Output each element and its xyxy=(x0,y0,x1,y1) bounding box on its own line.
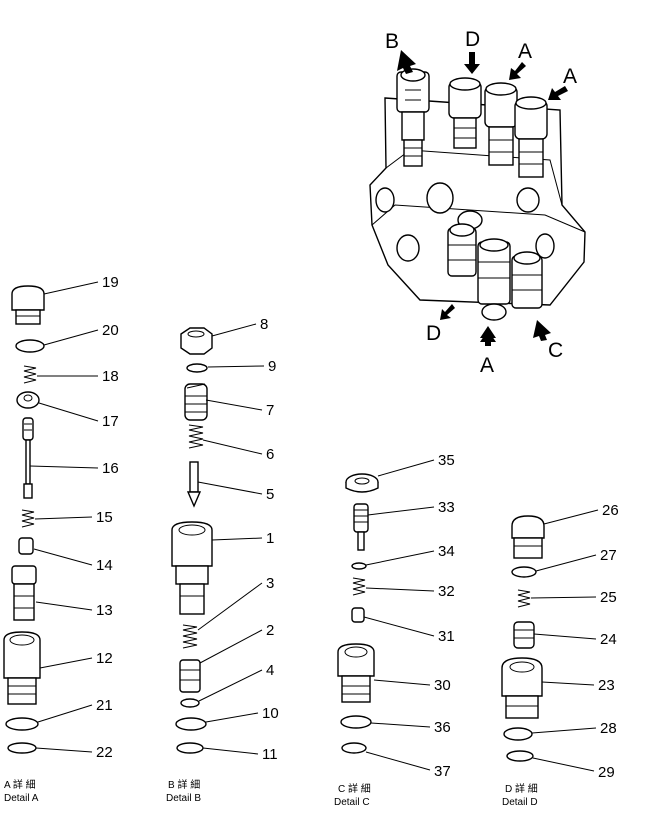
part-number-3: 3 xyxy=(266,575,274,592)
detail-b-leaders xyxy=(197,323,265,755)
detail-a-caption: A 詳 細 Detail A xyxy=(4,778,39,804)
part-number-4: 4 xyxy=(266,662,274,679)
label-d-top: D xyxy=(465,28,480,51)
part-number-17: 17 xyxy=(102,413,119,430)
part-number-36: 36 xyxy=(434,719,451,736)
part-number-29: 29 xyxy=(598,764,615,781)
part-number-35: 35 xyxy=(438,452,455,469)
label-a-top-2: A xyxy=(563,65,577,88)
part-number-7: 7 xyxy=(266,402,274,419)
detail-b-caption: B 詳 細 Detail B xyxy=(166,778,201,804)
detail-b-numbers: 8 9 7 6 5 1 3 2 4 10 11 xyxy=(260,316,279,763)
detail-c-leaders xyxy=(363,459,435,771)
label-b-top: B xyxy=(385,30,399,53)
caption-en-a: Detail A xyxy=(4,793,39,804)
detail-b-parts xyxy=(171,327,213,754)
part-number-34: 34 xyxy=(438,543,455,560)
caption-jp-d: D 詳 細 xyxy=(505,782,538,795)
detail-d-numbers: 26 27 25 24 23 28 29 xyxy=(598,502,619,781)
part-number-12: 12 xyxy=(96,650,113,667)
part-number-5: 5 xyxy=(266,486,274,503)
label-d-bottom: D xyxy=(426,322,441,345)
part-number-30: 30 xyxy=(434,677,451,694)
part-number-25: 25 xyxy=(600,589,617,606)
part-number-2: 2 xyxy=(266,622,274,639)
block-arrow-labels: B D A A D A C xyxy=(385,28,577,377)
detail-c-parts xyxy=(337,473,379,754)
part-number-14: 14 xyxy=(96,557,113,574)
caption-en-b: Detail B xyxy=(166,793,201,804)
part-number-15: 15 xyxy=(96,509,113,526)
part-number-8: 8 xyxy=(260,316,268,333)
caption-en-c: Detail C xyxy=(334,797,370,808)
part-number-9: 9 xyxy=(268,358,276,375)
caption-jp-c: C 詳 細 xyxy=(338,782,371,795)
caption-en-d: Detail D xyxy=(502,797,538,808)
detail-a-parts xyxy=(3,285,45,754)
part-number-20: 20 xyxy=(102,322,119,339)
detail-a-leaders xyxy=(29,281,99,753)
part-number-10: 10 xyxy=(262,705,279,722)
detail-d-caption: D 詳 細 Detail D xyxy=(502,782,538,808)
part-number-27: 27 xyxy=(600,547,617,564)
detail-d-parts xyxy=(501,515,545,762)
part-number-6: 6 xyxy=(266,446,274,463)
valve-block-assembly xyxy=(369,68,586,321)
caption-jp-b: B 詳 細 xyxy=(168,778,200,791)
part-number-19: 19 xyxy=(102,274,119,291)
label-c-bottom: C xyxy=(548,339,563,362)
detail-c-numbers: 35 33 34 32 31 30 36 37 xyxy=(434,452,455,780)
block-arrows xyxy=(397,50,568,346)
part-number-33: 33 xyxy=(438,499,455,516)
part-number-1: 1 xyxy=(266,530,274,547)
detail-d-leaders xyxy=(530,509,599,772)
part-number-11: 11 xyxy=(262,746,278,763)
part-number-31: 31 xyxy=(438,628,455,645)
detail-c-caption: C 詳 細 Detail C xyxy=(334,782,371,808)
part-number-16: 16 xyxy=(102,460,119,477)
part-number-32: 32 xyxy=(438,583,455,600)
part-number-21: 21 xyxy=(96,697,113,714)
part-number-37: 37 xyxy=(434,763,451,780)
part-number-22: 22 xyxy=(96,744,113,761)
part-number-13: 13 xyxy=(96,602,113,619)
detail-a-numbers: 19 20 18 17 16 15 14 13 12 21 22 xyxy=(96,274,119,761)
label-a-bottom: A xyxy=(480,354,494,377)
part-number-23: 23 xyxy=(598,677,615,694)
part-number-26: 26 xyxy=(602,502,619,519)
caption-jp-a: A 詳 細 xyxy=(4,778,36,791)
part-number-18: 18 xyxy=(102,368,119,385)
part-number-24: 24 xyxy=(600,631,617,648)
part-number-28: 28 xyxy=(600,720,617,737)
label-a-top-1: A xyxy=(518,40,532,63)
